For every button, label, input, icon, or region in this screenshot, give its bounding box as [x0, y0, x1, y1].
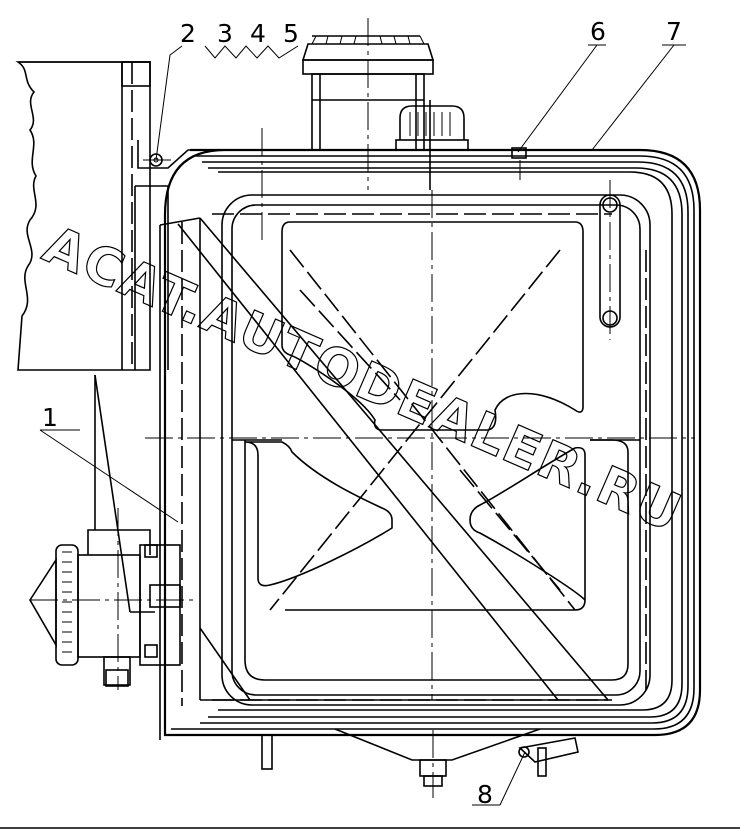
- outlet-fitting: [29, 374, 195, 690]
- center-lines: [145, 18, 695, 700]
- fuel-sender: [395, 100, 469, 190]
- callout-7: 7: [666, 17, 682, 46]
- drain-plug: [261, 728, 579, 798]
- callout-1: 1: [42, 403, 58, 432]
- callout-8: 8: [477, 780, 493, 809]
- callout-6: 6: [590, 17, 606, 46]
- frame-rail: [15, 61, 169, 371]
- callout-5: 5: [283, 19, 299, 48]
- tank-strap: [159, 217, 609, 740]
- filler-cap: [301, 35, 435, 151]
- vent-boss: [511, 147, 527, 159]
- tank-inner-wall: [221, 194, 651, 706]
- callout-4: 4: [250, 19, 266, 48]
- mount-bar: [599, 180, 621, 340]
- callout-2: 2: [180, 19, 196, 48]
- leader-lines: [39, 44, 686, 806]
- strap-bracket: [137, 140, 300, 169]
- callout-labels: 1 2 3 4 5 6 7 8: [42, 17, 682, 809]
- callout-3: 3: [217, 19, 233, 48]
- baffle-frame: [232, 221, 640, 681]
